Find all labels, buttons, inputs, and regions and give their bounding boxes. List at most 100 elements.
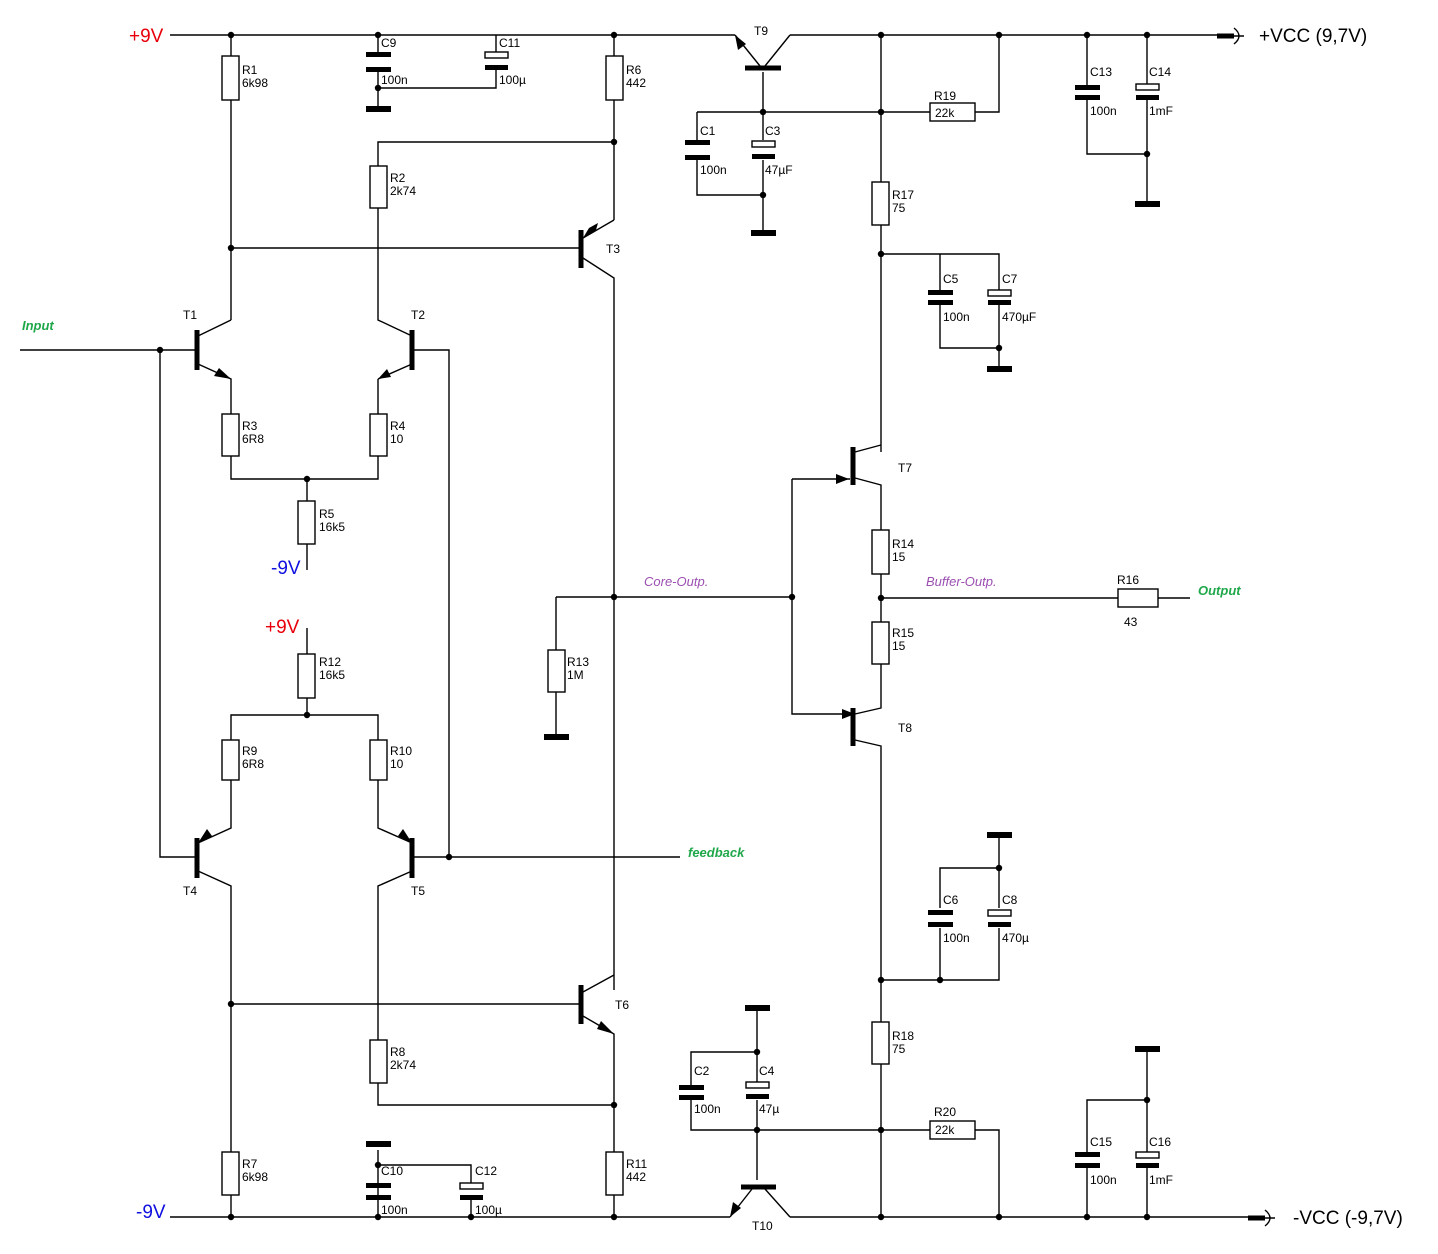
rail-label-pos-top: +9V (129, 26, 164, 47)
resistor-r3 (221, 413, 240, 457)
capacitor-c9 (366, 52, 391, 57)
transistors (194, 35, 856, 1217)
rail-labels: +9V -9V -9V +9V +VCC (9,7V) -VCC (-9,7V) (129, 26, 1403, 1229)
ground-bar (366, 1141, 391, 1147)
c8-value: 470µ (1002, 931, 1029, 945)
ground-bar (366, 106, 391, 112)
capacitor-c4 (745, 1081, 770, 1089)
rail-label-neg-r5: -9V (271, 558, 301, 579)
r19-name: R19 (934, 89, 956, 103)
capacitor-labels: C9 100n C11 100µ C1 100n C3 47µF C13 100… (381, 36, 1173, 1217)
vcc-pos-label: +VCC (9,7V) (1259, 26, 1367, 47)
c6-name: C6 (943, 893, 959, 907)
r20-value: 22k (935, 1123, 955, 1137)
resistor-r7 (221, 1151, 240, 1196)
c10-value: 100n (381, 1203, 408, 1217)
c7-name: C7 (1002, 272, 1018, 286)
resistor-labels: R1 6k98 R2 2k74 R3 6R8 R4 10 R5 16k5 R6 … (242, 63, 1139, 1184)
r18-value: 75 (892, 1042, 906, 1056)
resistor-r2 (369, 165, 388, 209)
c3-value: 47µF (765, 163, 793, 177)
t10-label: T10 (752, 1219, 773, 1233)
r11-name: R11 (626, 1157, 647, 1171)
vcc-neg-label: -VCC (-9,7V) (1293, 1208, 1403, 1229)
c12-value: 100µ (475, 1203, 502, 1217)
r13-name: R13 (567, 655, 589, 669)
r19-value: 22k (935, 106, 955, 120)
r5-value: 16k5 (319, 520, 345, 534)
ground-bar (987, 832, 1012, 838)
r4-name: R4 (390, 419, 406, 433)
resistor-r19 (929, 102, 976, 122)
resistor-r14 (871, 529, 890, 575)
r13-value: 1M (567, 668, 584, 682)
capacitor-c7 (987, 289, 1012, 297)
resistors (221, 55, 1159, 1196)
r7-value: 6k98 (242, 1170, 268, 1184)
resistor-r11 (605, 1151, 624, 1196)
r20-name: R20 (934, 1105, 956, 1119)
junction-dots (156, 31, 1151, 1221)
c14-value: 1mF (1149, 104, 1173, 118)
t6-label: T6 (615, 998, 629, 1012)
output-label: Output (1198, 583, 1241, 598)
c8-name: C8 (1002, 893, 1018, 907)
capacitor-c5 (928, 290, 953, 295)
resistor-r15 (871, 621, 890, 665)
r9-name: R9 (242, 744, 258, 758)
t5-label: T5 (411, 884, 425, 898)
c5-value: 100n (943, 310, 970, 324)
c11-name: C11 (499, 36, 520, 50)
capacitor-c8 (987, 909, 1012, 917)
capacitor-c15 (1075, 1152, 1100, 1157)
r16-value: 43 (1124, 615, 1138, 629)
capacitor-c14 (1135, 83, 1160, 91)
resistor-r10 (369, 739, 388, 781)
t7-label: T7 (898, 461, 912, 475)
r11-value: 442 (626, 1170, 646, 1184)
ground-bar (987, 366, 1012, 372)
r8-name: R8 (390, 1045, 406, 1059)
c2-name: C2 (694, 1064, 710, 1078)
r16-name: R16 (1117, 573, 1139, 587)
resistor-r16 (1117, 588, 1159, 608)
c1-value: 100n (700, 163, 727, 177)
capacitor-c12 (459, 1182, 484, 1190)
r18-name: R18 (892, 1029, 914, 1043)
r17-value: 75 (892, 201, 906, 215)
capacitor-c6 (928, 910, 953, 915)
t9-label: T9 (754, 24, 768, 38)
r2-name: R2 (390, 171, 406, 185)
c14-name: C14 (1149, 65, 1171, 79)
r14-value: 15 (892, 550, 906, 564)
c9-name: C9 (381, 36, 397, 50)
capacitor-c10 (366, 1183, 391, 1188)
resistor-r1 (221, 55, 240, 101)
c15-value: 100n (1090, 1173, 1117, 1187)
resistor-r4 (369, 413, 388, 457)
r6-name: R6 (626, 63, 642, 77)
transistor-labels: T1 T2 T3 T4 T5 T6 T7 T8 T9 T10 (183, 24, 912, 1233)
resistor-r12 (297, 653, 316, 699)
r8-value: 2k74 (390, 1058, 416, 1072)
feedback-label: feedback (688, 845, 745, 860)
r12-name: R12 (319, 655, 341, 669)
r1-name: R1 (242, 63, 258, 77)
capacitor-c16 (1135, 1151, 1160, 1159)
r10-value: 10 (390, 757, 404, 771)
c16-name: C16 (1149, 1135, 1171, 1149)
c2-value: 100n (694, 1102, 721, 1116)
c7-value: 470µF (1002, 310, 1036, 324)
capacitor-c11 (484, 51, 509, 59)
capacitor-c13 (1075, 85, 1100, 90)
resistor-r9 (221, 739, 240, 781)
r14-name: R14 (892, 537, 914, 551)
r7-name: R7 (242, 1157, 258, 1171)
ground-bar (745, 1005, 770, 1011)
r17-name: R17 (892, 188, 914, 202)
r5-name: R5 (319, 507, 335, 521)
c4-value: 47µ (759, 1102, 779, 1116)
r15-value: 15 (892, 639, 906, 653)
buffer-output-label: Buffer-Outp. (926, 574, 997, 589)
